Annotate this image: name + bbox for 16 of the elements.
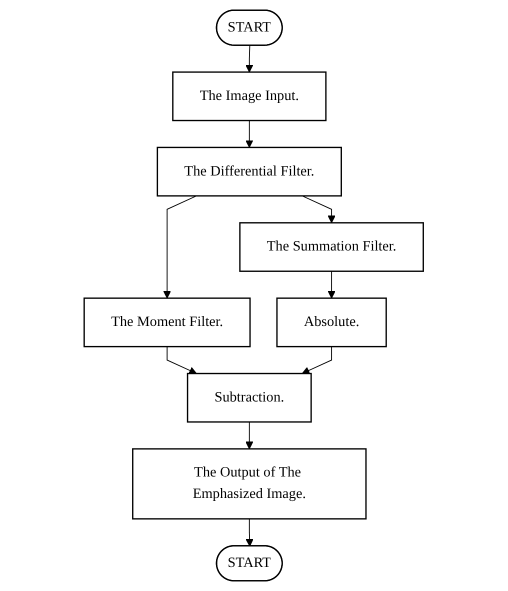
node-box: The Output of The Emphasized Image. <box>132 448 367 520</box>
node-box: Absolute. <box>276 298 388 348</box>
arrow <box>302 195 336 224</box>
arrow <box>328 270 336 299</box>
node-box: The Moment Filter. <box>84 298 251 348</box>
arrow <box>166 346 198 374</box>
arrow <box>302 346 332 374</box>
arrow <box>246 120 254 148</box>
arrow <box>246 518 254 547</box>
node-box: Subtraction. <box>187 372 312 423</box>
arrow <box>246 45 254 72</box>
node-box: The Summation Filter. <box>239 222 424 272</box>
node-box: The Differential Filter. <box>156 146 342 197</box>
arrow <box>163 195 198 299</box>
arrow <box>246 422 254 450</box>
node-box: The Image Input. <box>172 71 327 122</box>
